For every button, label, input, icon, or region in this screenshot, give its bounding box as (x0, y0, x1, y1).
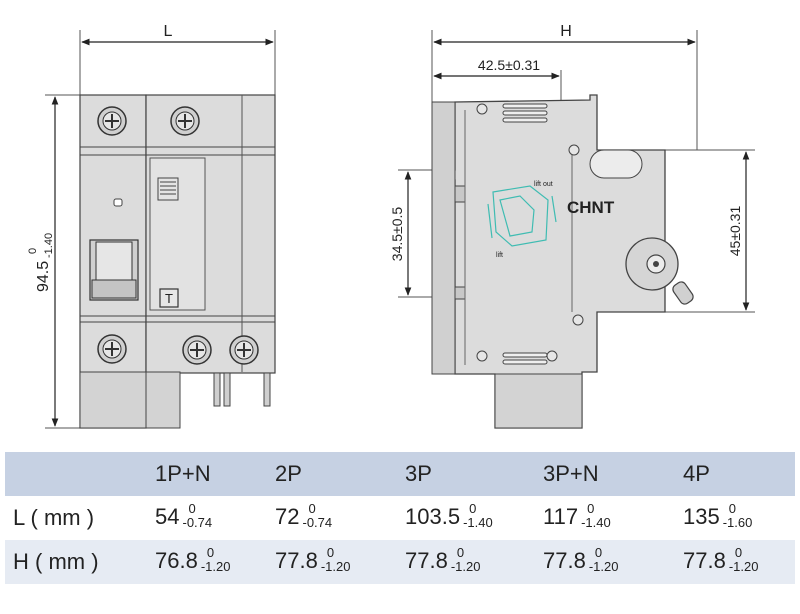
tol-upper: 0 (469, 501, 477, 517)
lift-out-label: lift out (534, 181, 553, 188)
table-cell: 54 0-0.74 (155, 496, 275, 540)
brand-logo: CHNT (567, 198, 615, 217)
tol-upper: 0 (728, 501, 736, 517)
cell-value: 135 (683, 503, 720, 529)
row-label: L ( mm ) (13, 505, 95, 530)
tol-lower: -1.40 (463, 515, 493, 531)
cell-value: 54 (155, 503, 180, 529)
cell-value: 117 (543, 503, 579, 529)
vent-grill (157, 177, 179, 201)
tol-lower: -1.40 (581, 515, 611, 531)
table-header-cell (5, 452, 155, 496)
tol-upper: 0 (587, 501, 595, 517)
lift-label: lift (496, 252, 503, 259)
table-header-cell: 4P (683, 461, 710, 486)
dim-height-value: 94.5 (35, 261, 52, 292)
tol-upper: 0 (594, 545, 603, 561)
tol-upper: 0 (308, 501, 316, 517)
cell-value: 103.5 (405, 503, 461, 529)
screw-icon (229, 335, 259, 365)
cell-value: 77.8 (275, 547, 318, 573)
table-header-cell: 2P (275, 461, 302, 486)
test-button (159, 288, 179, 308)
tol-upper: 0 (326, 545, 335, 561)
front-view: L 94.5 0 -1.40 (27, 23, 276, 429)
dim-front-label: 45±0.31 (727, 206, 743, 257)
table-cell: 117 0-1.40 (543, 496, 683, 540)
table-header-cell: 3P+N (543, 461, 599, 486)
cell-value: 76.8 (155, 547, 198, 573)
table-header-row: 1P+N 2P 3P 3P+N 4P (5, 452, 795, 496)
dim-height-tol-upper: 0 (27, 248, 39, 254)
table-cell: 72 0-0.74 (275, 496, 405, 540)
table-cell: 135 0-1.60 (683, 496, 795, 540)
cell-value: 77.8 (683, 547, 726, 573)
tol-upper: 0 (206, 545, 215, 561)
tol-lower: -0.74 (182, 515, 213, 531)
rotary-knob-icon (625, 237, 694, 305)
dim-height-tol-lower: -1.40 (43, 233, 55, 258)
lift-out-sketch (487, 185, 557, 247)
tol-upper: 0 (734, 545, 743, 561)
cell-value: 77.8 (543, 547, 586, 573)
screw-icon (182, 335, 212, 365)
dim-l-label: L (164, 23, 173, 40)
tol-lower: -1.20 (588, 559, 619, 575)
tol-lower: -1.20 (450, 559, 481, 575)
dim-depth-label: 42.5±0.31 (478, 57, 540, 73)
tol-lower: -0.74 (302, 515, 333, 531)
screw-icon (170, 106, 200, 136)
table-header-cell: 3P (405, 461, 432, 486)
cell-value: 77.8 (405, 547, 448, 573)
row-label: H ( mm ) (13, 549, 99, 574)
table-cell: 77.8 0-1.20 (683, 540, 795, 584)
tol-lower: -1.20 (728, 559, 759, 575)
test-button-label: T (165, 291, 173, 306)
dim-rail-label: 34.5±0.5 (389, 207, 405, 262)
tol-lower: -1.60 (722, 515, 753, 531)
indicator-window (113, 198, 123, 207)
screw-icon (97, 334, 127, 364)
screw-icon (97, 106, 127, 136)
cell-value: 72 (275, 503, 300, 529)
tol-lower: -1.20 (200, 559, 231, 575)
technical-drawing: L 94.5 0 -1.40 (27, 23, 755, 429)
tol-upper: 0 (456, 545, 465, 561)
tol-upper: 0 (188, 501, 196, 517)
table-cell: 76.8 0-1.20 (155, 540, 275, 584)
table-cell: 103.5 0-1.40 (405, 496, 543, 540)
table-cell: 77.8 0-1.20 (275, 540, 405, 584)
table-cell: 77.8 0-1.20 (405, 540, 543, 584)
side-view: H 42.5±0.31 34.5±0.5 45±0.31 (389, 23, 755, 429)
dim-h-label: H (560, 23, 572, 40)
tol-lower: -1.20 (320, 559, 351, 575)
table-cell: 77.8 0-1.20 (543, 540, 683, 584)
table-header-cell: 1P+N (155, 461, 211, 486)
